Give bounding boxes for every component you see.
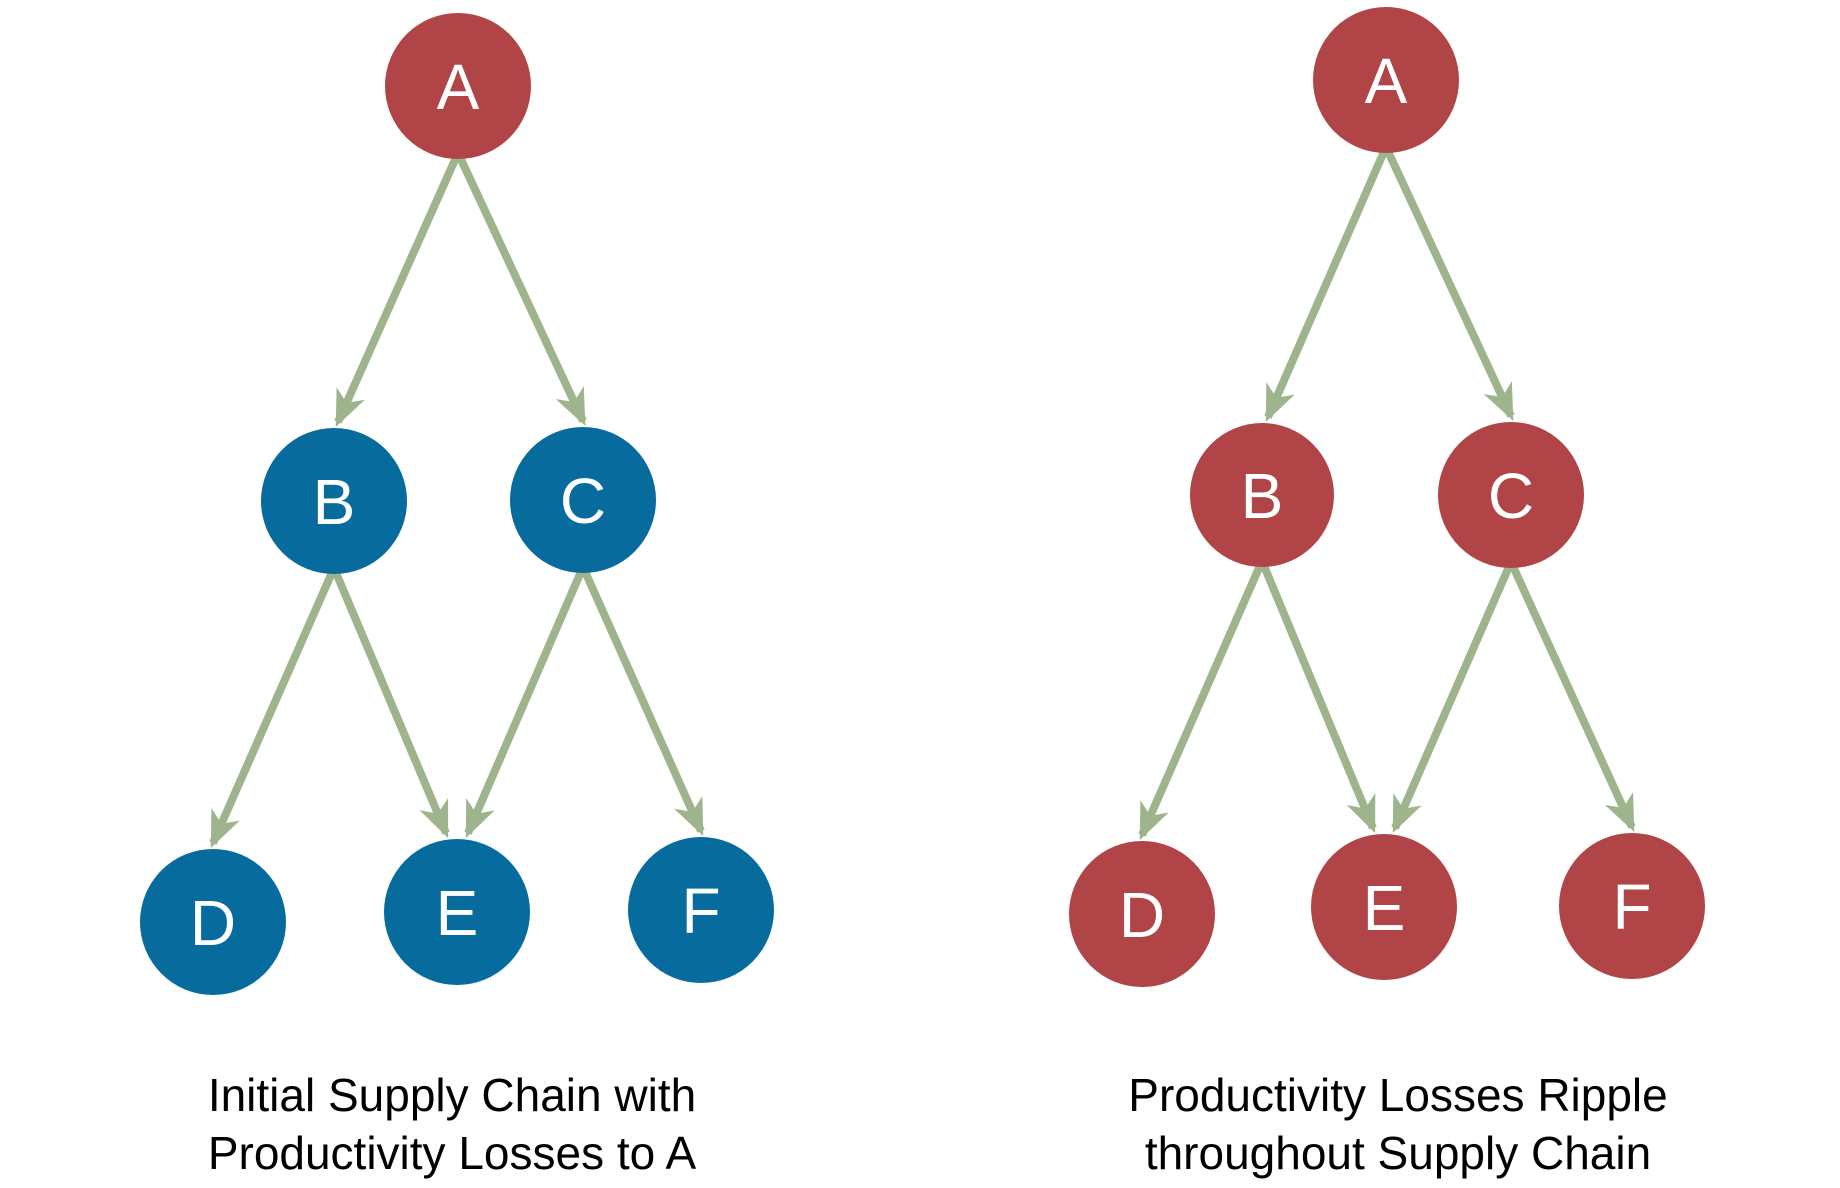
node-D-initial (140, 849, 286, 995)
edge-B-D-initial (209, 566, 338, 849)
node-label-E-ripple: E (1363, 872, 1406, 944)
node-label-B-initial: B (313, 466, 356, 538)
edge-B-E-ripple (1258, 559, 1377, 834)
caption-initial-line2: Productivity Losses to A (207, 1127, 697, 1179)
edge-B-E-initial (330, 566, 450, 839)
node-D-ripple (1069, 841, 1215, 987)
node-A-initial (385, 13, 531, 159)
node-label-B-ripple: B (1241, 460, 1284, 532)
diagram-ripple: A B C D E F (1069, 7, 1705, 987)
edge-A-C-initial (454, 151, 587, 427)
caption-initial: Initial Supply Chain with Productivity L… (208, 1066, 696, 1182)
node-label-C-ripple: C (1488, 460, 1534, 532)
node-label-D-ripple: D (1119, 879, 1165, 951)
diagram-initial: A B C D E F (140, 13, 774, 995)
node-A-ripple (1313, 7, 1459, 153)
edge-C-F-initial (579, 565, 705, 837)
caption-initial-line1: Initial Supply Chain with (207, 1069, 697, 1121)
node-C-initial (510, 427, 656, 573)
caption-ripple-line2: throughout Supply Chain (1144, 1127, 1652, 1179)
edge-A-C-ripple (1382, 145, 1515, 422)
node-C-ripple (1438, 422, 1584, 568)
node-B-ripple (1190, 423, 1334, 567)
edge-C-E-ripple (1391, 560, 1515, 834)
node-F-ripple (1559, 833, 1705, 979)
node-label-E-initial: E (436, 877, 479, 949)
node-label-A-initial: A (437, 51, 480, 123)
node-B-initial (261, 428, 407, 574)
edge-C-F-ripple (1507, 560, 1636, 833)
edge-C-E-initial (464, 565, 587, 839)
node-label-C-initial: C (560, 465, 606, 537)
edge-A-B-initial (334, 151, 462, 428)
edge-B-D-ripple (1138, 559, 1266, 841)
node-label-D-initial: D (190, 887, 236, 959)
node-label-F-initial: F (681, 875, 720, 947)
node-label-A-ripple: A (1365, 45, 1408, 117)
node-E-initial (384, 839, 530, 985)
edge-A-B-ripple (1264, 145, 1390, 423)
caption-ripple-line1: Productivity Losses Ripple (1128, 1069, 1668, 1121)
node-F-initial (628, 837, 774, 983)
caption-ripple: Productivity Losses Ripple throughout Su… (1128, 1066, 1667, 1182)
node-E-ripple (1311, 834, 1457, 980)
node-label-F-ripple: F (1612, 871, 1651, 943)
